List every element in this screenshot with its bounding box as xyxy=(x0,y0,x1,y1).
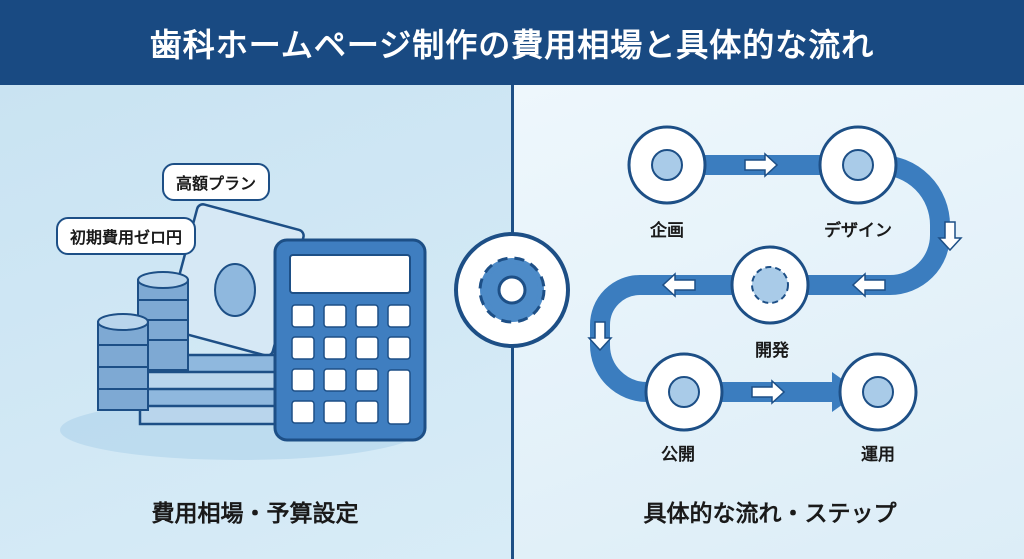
calculator-key xyxy=(355,400,379,424)
page-title: 歯科ホームページ制作の費用相場と具体的な流れ xyxy=(149,25,875,64)
calculator-key xyxy=(355,304,379,328)
process-caption: 具体的な流れ・ステップ xyxy=(643,501,897,527)
calculator-icon xyxy=(273,238,427,442)
step-label: デザイン xyxy=(824,221,892,241)
calculator-key xyxy=(323,336,347,360)
calculator-key xyxy=(323,304,347,328)
coin-stacks-icon xyxy=(97,271,189,411)
calculator-key xyxy=(323,400,347,424)
step-label: 企画 xyxy=(650,221,684,241)
calculator-key xyxy=(387,304,411,328)
speech-bubble-zero-initial: 初期費用ゼロ円 xyxy=(56,217,197,255)
calculator-key xyxy=(387,336,411,360)
calculator-key xyxy=(291,336,315,360)
flow-path xyxy=(587,152,963,412)
pencil-ruler-icon xyxy=(818,125,898,205)
budget-caption: 費用相場・予算設定 xyxy=(151,501,359,527)
calculator-key xyxy=(387,369,411,425)
calculator-key xyxy=(291,304,315,328)
step-label: 開発 xyxy=(755,341,789,361)
arrow-icons xyxy=(587,152,963,405)
title-bar: 歯科ホームページ制作の費用相場と具体的な流れ xyxy=(0,0,1024,85)
clock-refresh-icon xyxy=(838,352,918,432)
calculator-key xyxy=(323,368,347,392)
calculator-key xyxy=(355,368,379,392)
rocket-icon xyxy=(644,352,724,432)
gear-icon xyxy=(730,245,810,325)
calculator-key xyxy=(291,400,315,424)
calculator-key xyxy=(355,336,379,360)
center-gear-icon xyxy=(454,232,570,348)
money-illustration xyxy=(60,203,427,460)
lightbulb-icon xyxy=(627,125,707,205)
calculator-key xyxy=(291,368,315,392)
banknotes-icon xyxy=(138,203,305,426)
step-label: 公開 xyxy=(661,445,695,465)
speech-bubble-high-plan: 高額プラン xyxy=(162,163,271,201)
step-label: 運用 xyxy=(861,445,895,465)
